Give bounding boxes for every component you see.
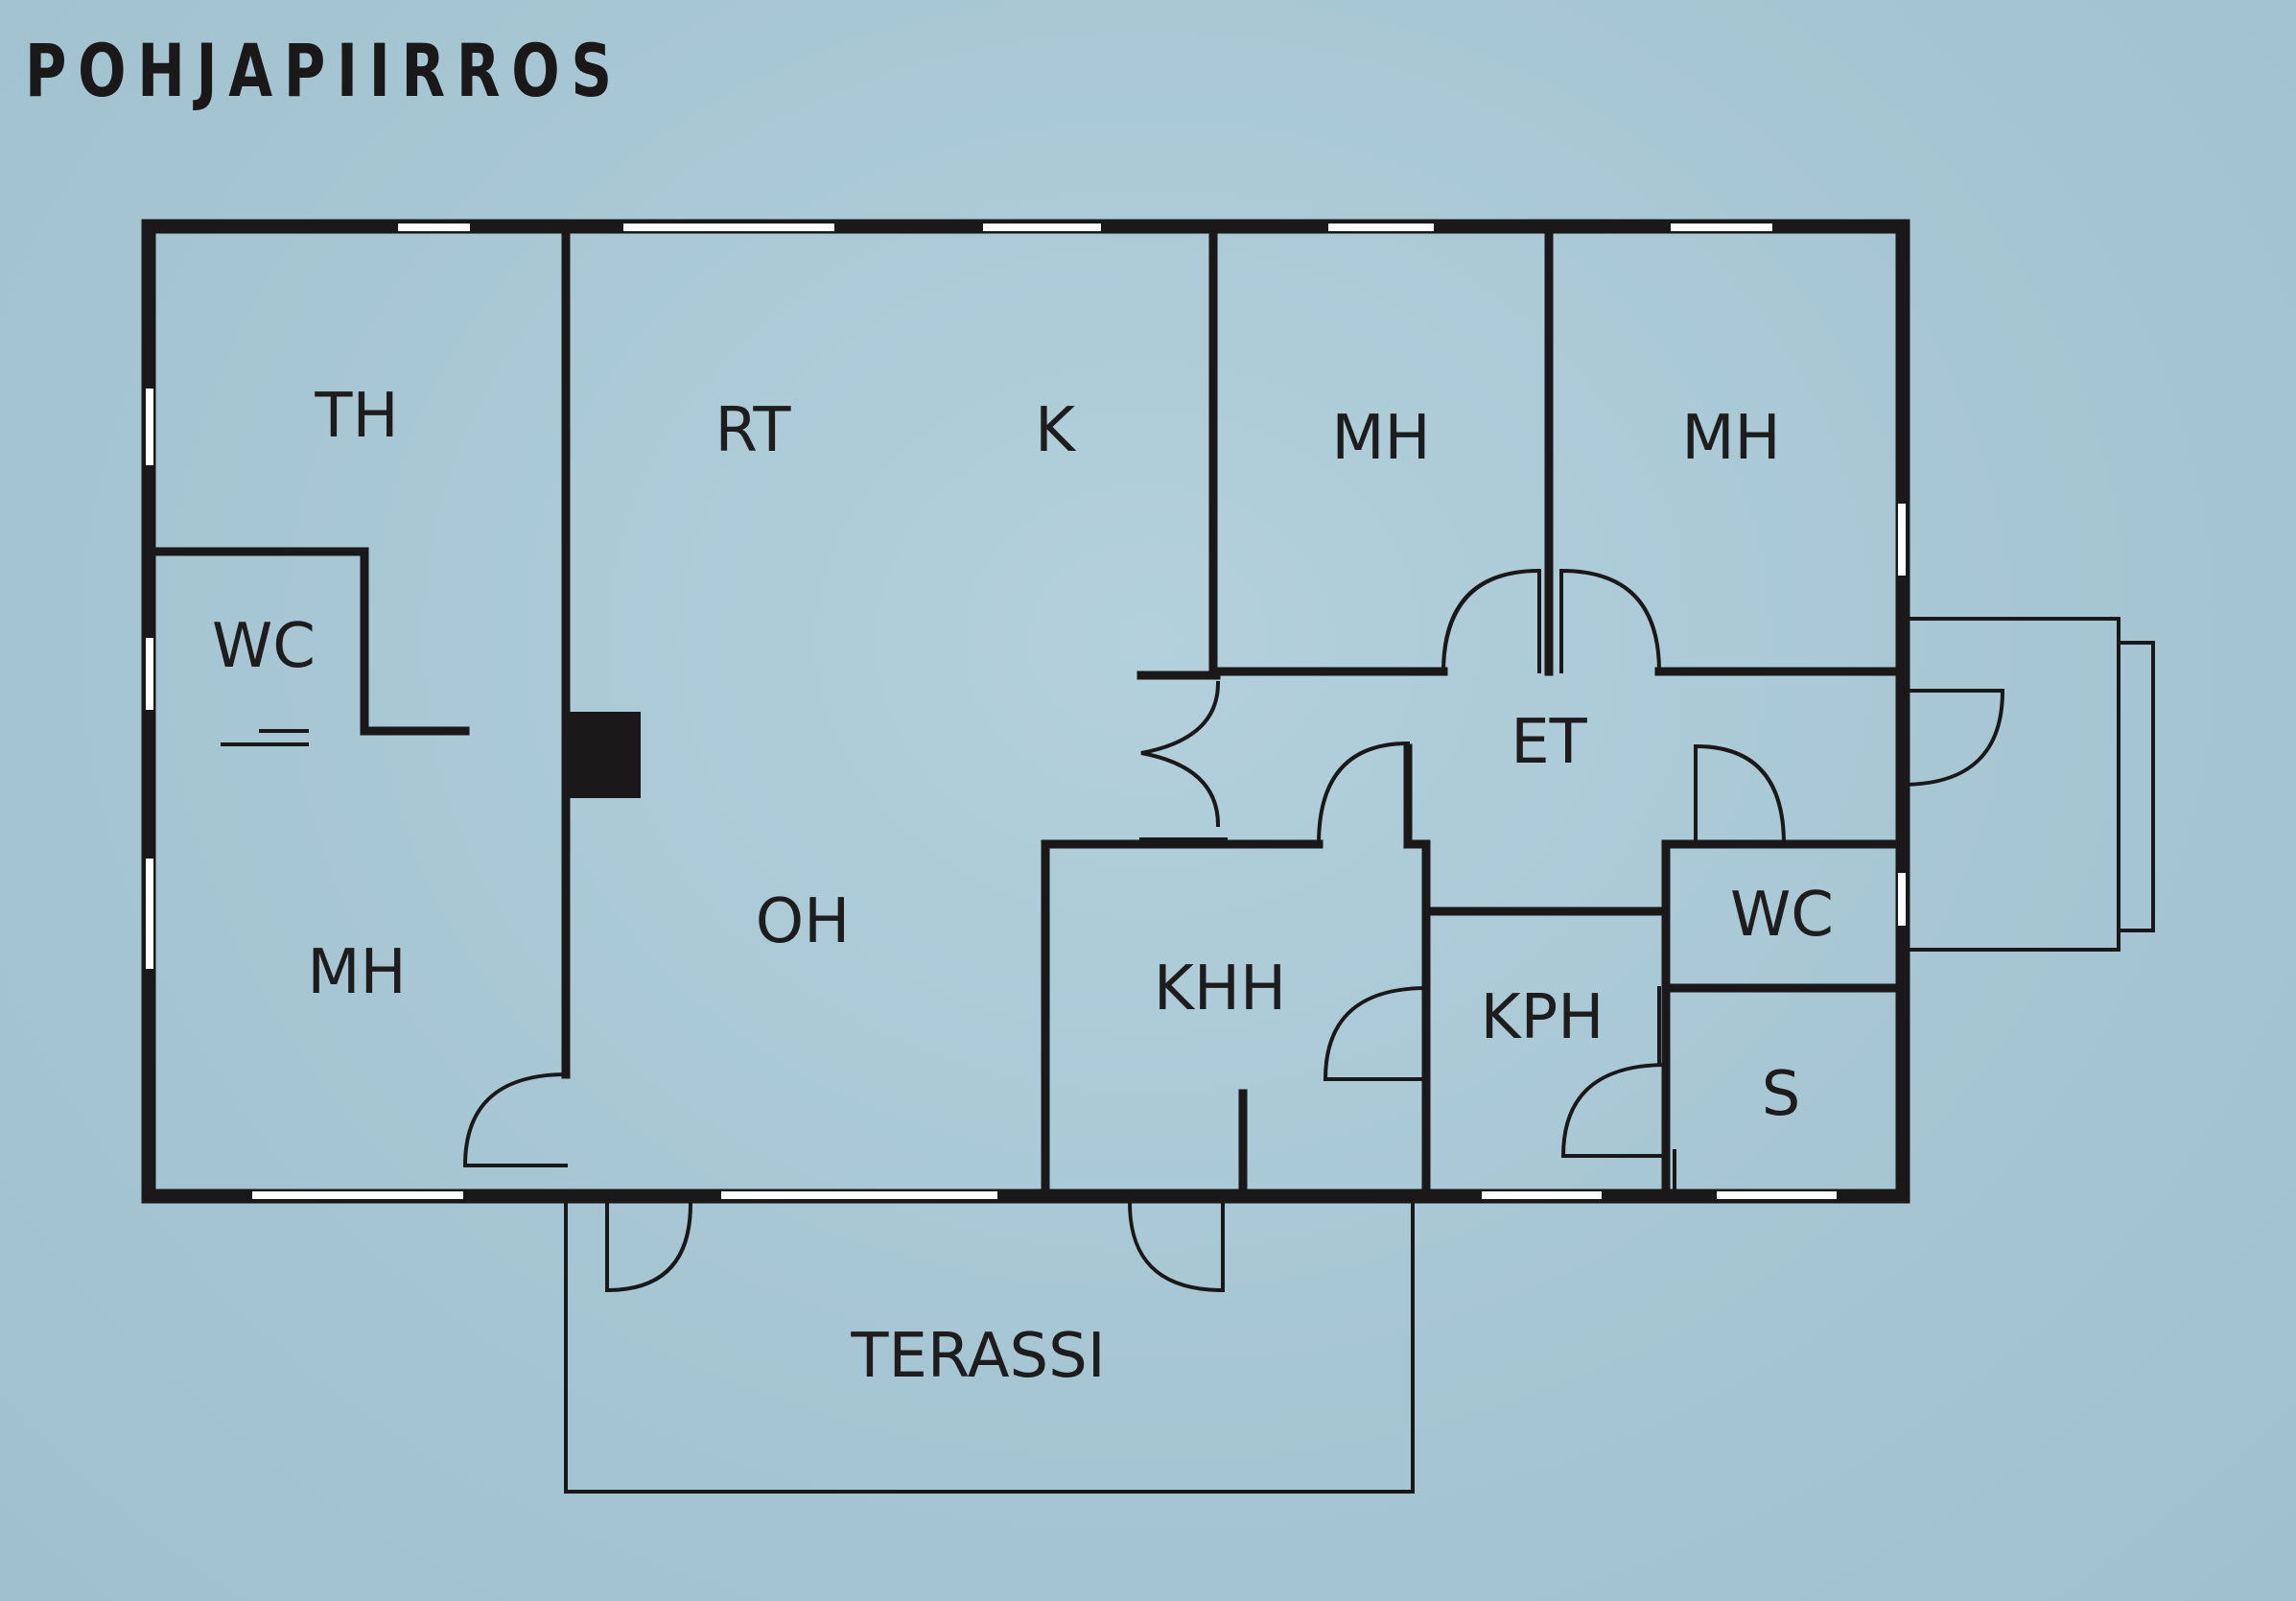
room-label-rt: RT	[715, 395, 792, 466]
interior-walls	[153, 225, 1909, 1194]
room-label-et: ET	[1511, 707, 1587, 778]
room-label-kph: KPH	[1481, 982, 1605, 1053]
terrace-outline	[564, 1197, 1415, 1494]
exterior-walls	[141, 219, 1910, 1204]
room-label-s: S	[1762, 1059, 1801, 1130]
room-labels: TH RT K MH MH WC ET OH MH WC KHH KPH S T…	[212, 381, 1834, 1392]
entrance-porch	[1901, 617, 2155, 952]
plan-title: POHJAPIIRROS	[25, 28, 623, 113]
room-label-mh-3: MH	[307, 937, 406, 1008]
room-label-terassi: TERASSI	[850, 1321, 1105, 1392]
room-label-mh-2: MH	[1681, 403, 1780, 474]
room-label-oh: OH	[756, 886, 851, 957]
room-label-khh: KHH	[1154, 954, 1286, 1024]
fireplace	[566, 712, 641, 798]
windows	[146, 224, 1906, 1199]
door-swings	[462, 568, 2005, 1293]
room-label-wc-1: WC	[212, 611, 316, 682]
room-label-th: TH	[314, 381, 398, 452]
room-label-k: K	[1035, 395, 1077, 466]
room-label-wc-2: WC	[1730, 880, 1834, 951]
room-label-mh-1: MH	[1331, 403, 1430, 474]
